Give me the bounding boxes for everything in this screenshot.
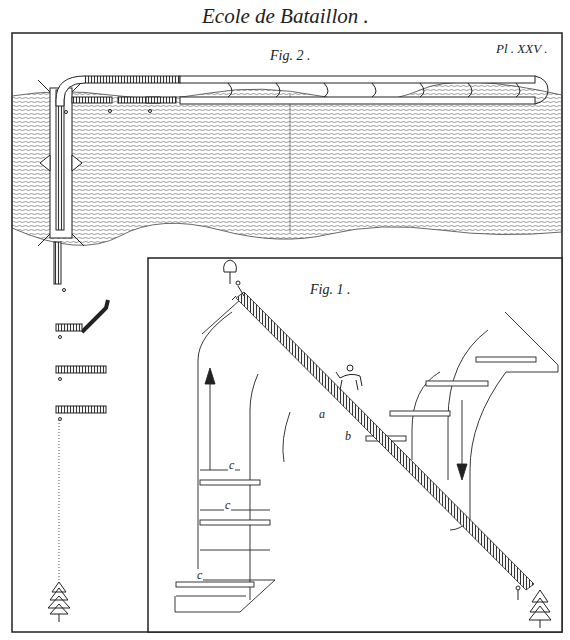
point-letter: c (228, 459, 235, 471)
plate-number: Pl . XXV . (495, 42, 548, 55)
plate-title: Ecole de Bataillon . (201, 6, 370, 27)
frame (12, 33, 562, 632)
river (12, 82, 562, 245)
horseman (336, 365, 362, 390)
line-of-battle (232, 292, 534, 590)
fig1-frame (148, 258, 562, 632)
point-letter: a (318, 408, 326, 420)
fig1-evolution (175, 300, 558, 612)
tree (516, 586, 551, 628)
point-letter: b (344, 430, 352, 442)
point-letter: c (224, 499, 231, 511)
tree (48, 582, 70, 622)
figure-label: Fig. 1 . (309, 283, 351, 297)
figure-label: Fig. 2 . (269, 49, 311, 63)
column-fig2 (56, 76, 548, 114)
point-letter: c (196, 569, 203, 581)
column-fig2-lower (54, 242, 108, 580)
tree (224, 260, 244, 296)
